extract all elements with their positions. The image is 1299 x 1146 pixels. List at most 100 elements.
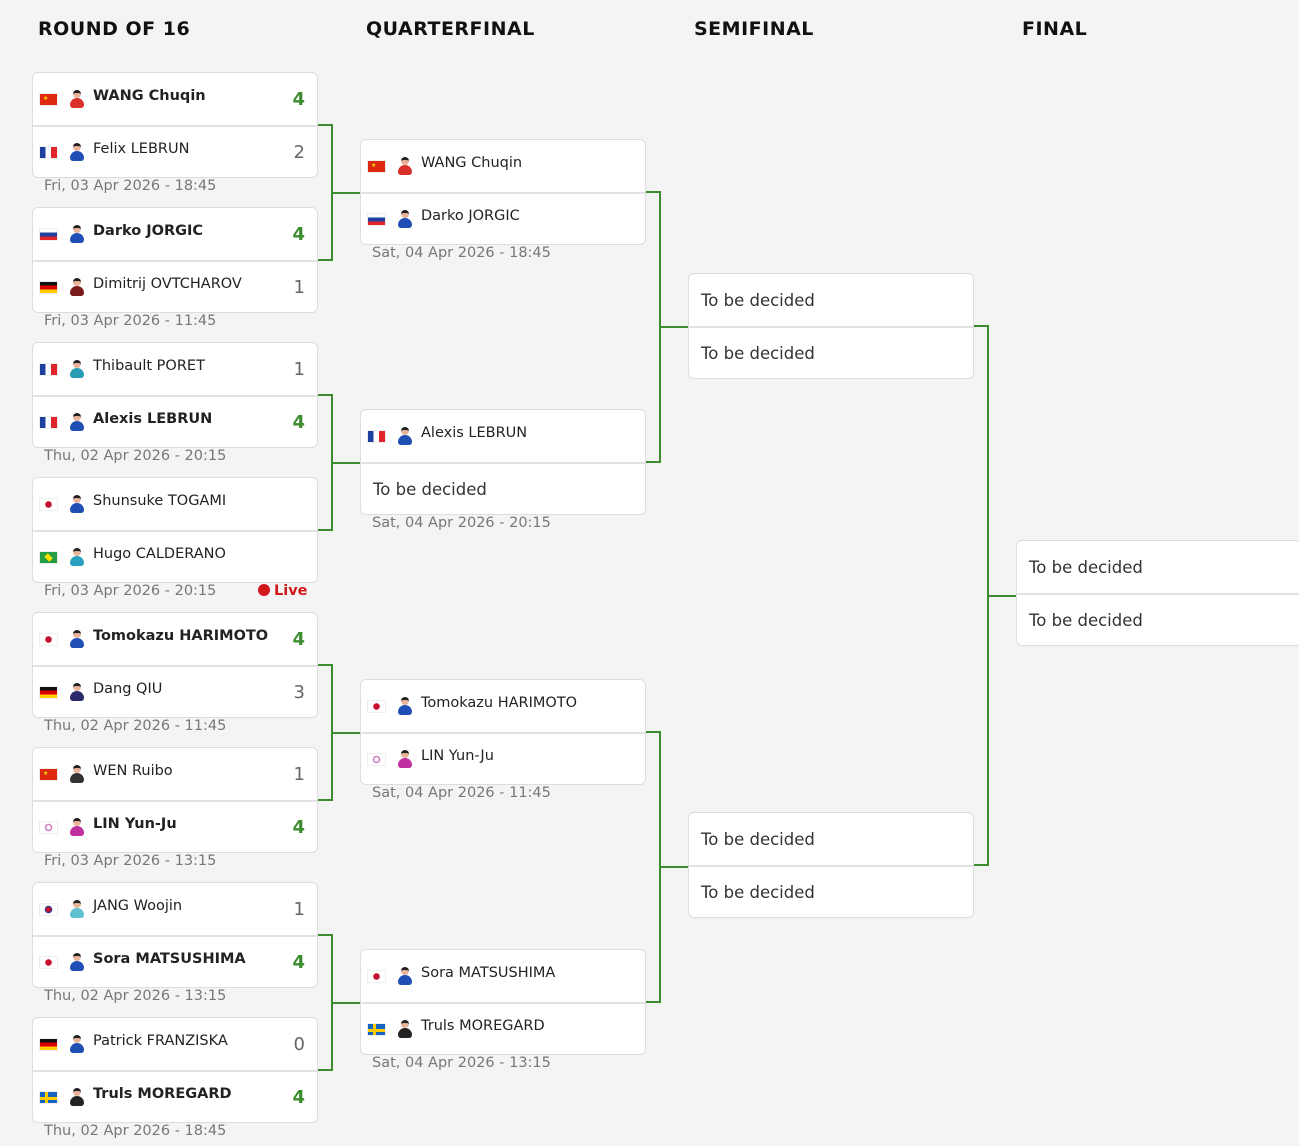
player-row[interactable]: Darko JORGIC <box>361 192 645 244</box>
match-card[interactable]: To be decided To be decided <box>688 812 974 918</box>
player-score: 4 <box>292 951 305 973</box>
player-name: LIN Yun-Ju <box>421 748 494 764</box>
player-avatar <box>68 764 86 784</box>
player-name: Tomokazu HARIMOTO <box>421 695 578 711</box>
match-date: Sat, 04 Apr 2026 - 20:15 <box>372 515 551 531</box>
match-card[interactable]: Tomokazu HARIMOTO LIN Yun-Ju <box>360 679 646 785</box>
player-row[interactable]: To be decided <box>689 274 973 326</box>
player-name: WANG Chuqin <box>93 88 206 104</box>
player-row[interactable]: To be decided <box>689 326 973 378</box>
flag-de-icon <box>39 1037 58 1051</box>
player-avatar <box>68 412 86 432</box>
flag-tpe-icon <box>39 820 58 834</box>
player-name: Truls MOREGARD <box>421 1018 545 1034</box>
player-row[interactable]: Tomokazu HARIMOTO <box>361 680 645 732</box>
player-row[interactable]: ★WANG Chuqin <box>361 140 645 192</box>
player-avatar <box>68 142 86 162</box>
bracket-connector <box>331 1001 360 1004</box>
player-row[interactable]: Alexis LEBRUN <box>361 410 645 462</box>
match-date: Fri, 03 Apr 2026 - 18:45 <box>44 178 217 194</box>
player-name: WANG Chuqin <box>421 155 523 171</box>
player-row[interactable]: To be decided <box>1017 593 1299 645</box>
flag-de-icon <box>39 280 58 294</box>
player-name: Truls MOREGARD <box>93 1086 232 1102</box>
player-row[interactable]: To be decided <box>361 462 645 514</box>
player-name: Dimitrij OVTCHAROV <box>93 276 242 292</box>
match-date: Sat, 04 Apr 2026 - 18:45 <box>372 245 551 261</box>
player-row[interactable]: LIN Yun-Ju <box>361 732 645 784</box>
tbd-label: To be decided <box>1029 557 1143 577</box>
flag-jp-icon <box>39 632 58 646</box>
player-row[interactable]: Sora MATSUSHIMA 4 <box>33 935 317 987</box>
match-card[interactable]: Sora MATSUSHIMA Truls MOREGARD <box>360 949 646 1055</box>
flag-fr-icon <box>39 145 58 159</box>
match-date: Sat, 04 Apr 2026 - 13:15 <box>372 1055 551 1071</box>
flag-br-icon <box>39 550 58 564</box>
bracket-connector <box>646 1001 659 1003</box>
player-row[interactable]: Truls MOREGARD <box>361 1002 645 1054</box>
match-date: Thu, 02 Apr 2026 - 20:15 <box>44 448 227 464</box>
player-score: 1 <box>293 358 305 380</box>
player-score: 4 <box>292 816 305 838</box>
player-avatar <box>68 1087 86 1107</box>
flag-jp-icon <box>367 699 386 713</box>
flag-kr-icon <box>39 902 58 916</box>
player-row[interactable]: Hugo CALDERANO <box>33 530 317 582</box>
bracket-connector <box>318 934 331 936</box>
player-score: 2 <box>293 141 305 163</box>
player-score: 3 <box>293 681 305 703</box>
match-card[interactable]: To be decided To be decided <box>1016 540 1299 646</box>
bracket-connector <box>331 461 360 464</box>
player-avatar <box>68 629 86 649</box>
player-row[interactable]: Sora MATSUSHIMA <box>361 950 645 1002</box>
player-avatar <box>396 156 414 176</box>
match-card[interactable]: Alexis LEBRUN To be decided <box>360 409 646 515</box>
bracket-connector <box>659 866 688 868</box>
match-date: Fri, 03 Apr 2026 - 13:15 <box>44 853 217 869</box>
player-row[interactable]: Shunsuke TOGAMI <box>33 478 317 530</box>
player-row[interactable]: To be decided <box>1017 541 1299 593</box>
player-name: Sora MATSUSHIMA <box>93 951 246 967</box>
bracket-connector <box>974 325 987 327</box>
player-avatar <box>396 749 414 769</box>
tbd-label: To be decided <box>373 479 487 499</box>
match-date: Fri, 03 Apr 2026 - 20:15 <box>44 583 217 599</box>
player-avatar <box>68 1034 86 1054</box>
bracket-connector <box>318 1069 331 1071</box>
bracket-connector <box>318 124 331 126</box>
tbd-label: To be decided <box>701 882 815 902</box>
match-card[interactable]: To be decided To be decided <box>688 273 974 379</box>
bracket-connector <box>318 394 331 396</box>
bracket-connector <box>331 731 360 734</box>
player-name: Sora MATSUSHIMA <box>421 965 556 981</box>
match-date: Thu, 02 Apr 2026 - 18:45 <box>44 1123 227 1139</box>
tbd-label: To be decided <box>701 290 815 310</box>
player-row[interactable]: To be decided <box>689 865 973 917</box>
bracket-connector <box>646 191 659 193</box>
player-avatar <box>396 209 414 229</box>
flag-si-icon <box>39 227 58 241</box>
player-row[interactable]: To be decided <box>689 813 973 865</box>
